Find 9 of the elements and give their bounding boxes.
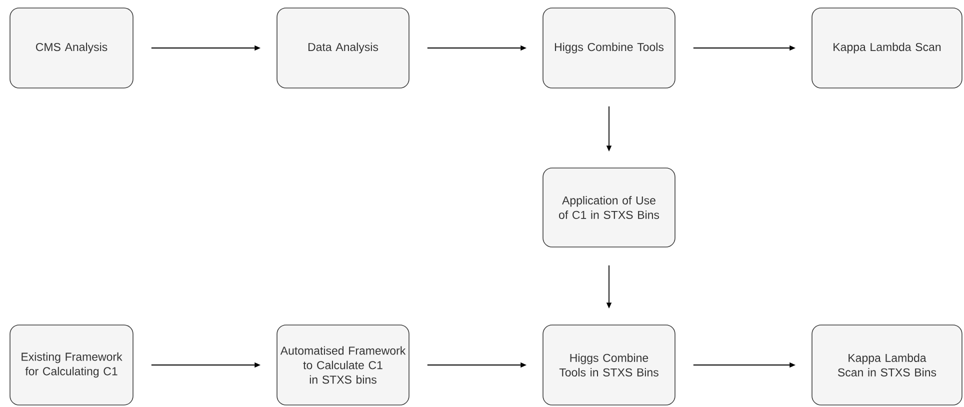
process-box: Higgs Combine Tools <box>542 8 676 88</box>
process-box: Kappa Lambda Scan <box>812 8 962 88</box>
process-box: Automatised Framework to Calculate C1 in STXS bins <box>276 324 410 406</box>
process-box: Existing Framework for Calculating C1 <box>10 324 134 406</box>
process-box: Data Analysis <box>276 8 410 88</box>
process-box: Application of Use of C1 in STXS Bins <box>542 168 676 248</box>
process-box: CMS Analysis <box>10 8 134 88</box>
process-box: Kappa Lambda Scan in STXS Bins <box>812 324 962 406</box>
process-box: Higgs Combine Tools in STXS Bins <box>542 324 676 406</box>
